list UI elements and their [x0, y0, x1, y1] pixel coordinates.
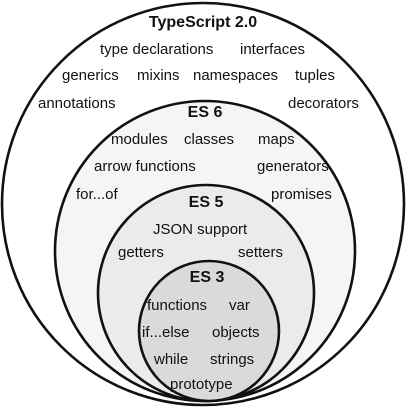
feature-prototype: prototype — [170, 376, 233, 393]
feature-var: var — [229, 297, 250, 314]
es6-title: ES 6 — [188, 104, 223, 121]
feature-while: while — [153, 351, 188, 368]
feature-annotations: annotations — [38, 95, 116, 112]
feature-objects: objects — [212, 324, 260, 341]
feature-maps: maps — [258, 131, 295, 148]
feature-modules: modules — [111, 131, 168, 148]
es3-title: ES 3 — [190, 269, 225, 286]
feature-namespaces: namespaces — [193, 67, 278, 84]
typescript-title: TypeScript 2.0 — [149, 14, 257, 31]
es5-title: ES 5 — [189, 194, 224, 211]
feature-classes: classes — [184, 131, 234, 148]
feature-promises: promises — [271, 186, 332, 203]
feature-arrow-functions: arrow functions — [94, 158, 196, 175]
feature-mixins: mixins — [137, 67, 180, 84]
feature-tuples: tuples — [295, 67, 335, 84]
feature-generators: generators — [257, 158, 329, 175]
feature-if-else: if...else — [142, 324, 190, 341]
feature-for-of: for...of — [76, 186, 119, 203]
feature-decorators: decorators — [288, 95, 359, 112]
feature-type-declarations: type declarations — [100, 41, 213, 58]
feature-interfaces: interfaces — [240, 41, 305, 58]
feature-json-support: JSON support — [153, 221, 248, 238]
feature-functions: functions — [147, 297, 207, 314]
es3-circle — [137, 259, 281, 403]
feature-setters: setters — [238, 244, 283, 261]
feature-strings: strings — [210, 351, 254, 368]
feature-generics: generics — [62, 67, 119, 84]
feature-getters: getters — [118, 244, 164, 261]
